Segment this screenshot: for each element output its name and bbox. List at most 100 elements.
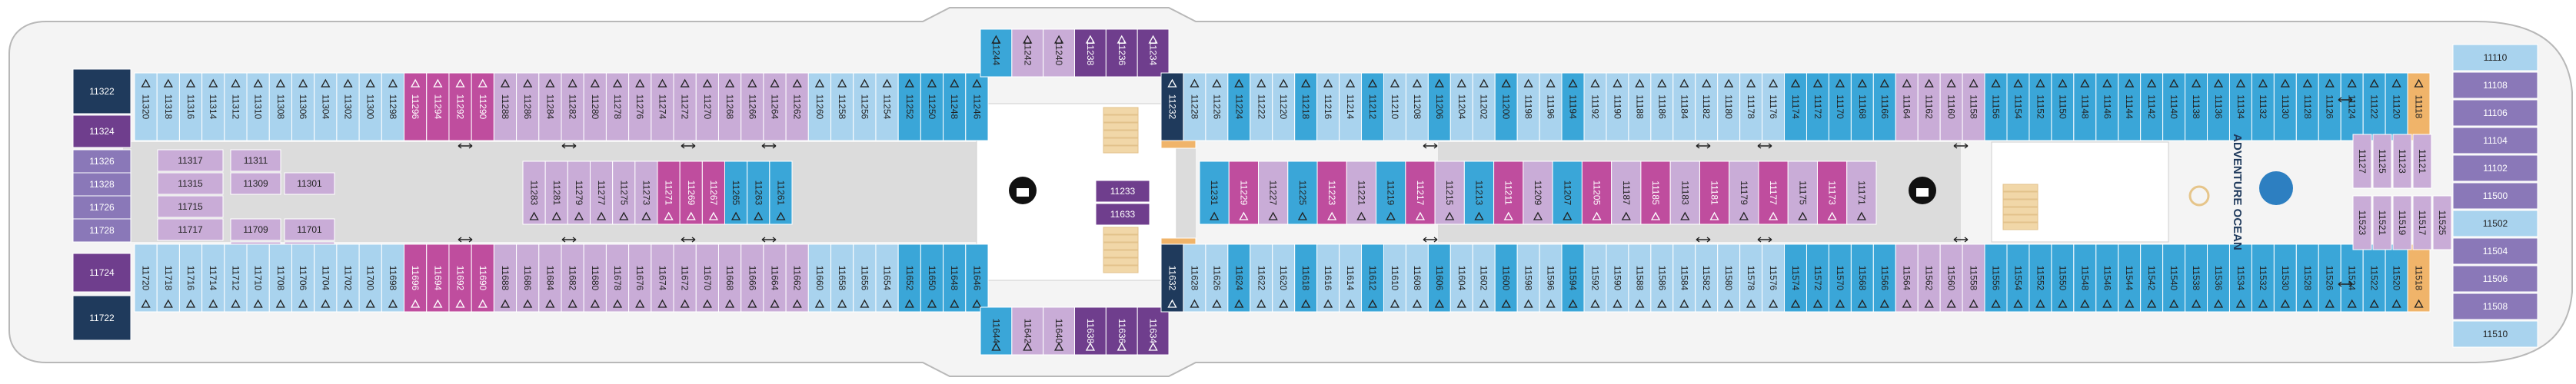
cabin-11540[interactable]: 11540: [2162, 243, 2186, 313]
cabin-11267[interactable]: 11267: [701, 161, 725, 225]
cabin-11242[interactable]: 11242: [1011, 28, 1044, 78]
cabin-11158[interactable]: 11158: [1962, 72, 1985, 141]
cabin-11724[interactable]: 11724: [72, 253, 131, 293]
cabin-11180[interactable]: 11180: [1717, 72, 1741, 141]
cabin-11166[interactable]: 11166: [1872, 72, 1896, 141]
cabin-11238[interactable]: 11238: [1074, 28, 1107, 78]
cabin-11574[interactable]: 11574: [1784, 243, 1807, 313]
cabin-11717[interactable]: 11717: [157, 218, 224, 241]
cabin-11596[interactable]: 11596: [1539, 243, 1563, 313]
cabin-11662[interactable]: 11662: [785, 243, 809, 313]
cabin-11668[interactable]: 11668: [717, 243, 742, 313]
cabin-11216[interactable]: 11216: [1316, 72, 1340, 141]
cabin-11548[interactable]: 11548: [2073, 243, 2097, 313]
cabin-11300[interactable]: 11300: [358, 72, 382, 141]
cabin-11123[interactable]: 11123: [2392, 134, 2412, 189]
cabin-11274[interactable]: 11274: [651, 72, 674, 141]
cabin-11132[interactable]: 11132: [2251, 72, 2275, 141]
cabin-11211[interactable]: 11211: [1493, 161, 1524, 225]
cabin-11207[interactable]: 11207: [1552, 161, 1583, 225]
cabin-11564[interactable]: 11564: [1895, 243, 1919, 313]
cabin-11220[interactable]: 11220: [1272, 72, 1296, 141]
cabin-11175[interactable]: 11175: [1787, 161, 1818, 225]
cabin-11127[interactable]: 11127: [2352, 134, 2372, 189]
cabin-11586[interactable]: 11586: [1650, 243, 1674, 313]
cabin-11690[interactable]: 11690: [471, 243, 494, 313]
cabin-11570[interactable]: 11570: [1828, 243, 1852, 313]
cabin-11301[interactable]: 11301: [284, 172, 335, 195]
cabin-11536[interactable]: 11536: [2207, 243, 2230, 313]
cabin-11706[interactable]: 11706: [291, 243, 315, 313]
cabin-11286[interactable]: 11286: [516, 72, 540, 141]
cabin-11602[interactable]: 11602: [1472, 243, 1496, 313]
cabin-11261[interactable]: 11261: [769, 161, 793, 225]
cabin-11550[interactable]: 11550: [2051, 243, 2075, 313]
cabin-11654[interactable]: 11654: [875, 243, 899, 313]
cabin-11171[interactable]: 11171: [1846, 161, 1877, 225]
cabin-11720[interactable]: 11720: [134, 243, 158, 313]
cabin-11311[interactable]: 11311: [230, 149, 281, 172]
cabin-11186[interactable]: 11186: [1650, 72, 1674, 141]
cabin-11523[interactable]: 11523: [2352, 195, 2372, 250]
cabin-11192[interactable]: 11192: [1583, 72, 1607, 141]
cabin-11562[interactable]: 11562: [1917, 243, 1941, 313]
cabin-11664[interactable]: 11664: [763, 243, 787, 313]
cabin-11506[interactable]: 11506: [2452, 265, 2538, 293]
cabin-11592[interactable]: 11592: [1583, 243, 1607, 313]
cabin-11702[interactable]: 11702: [336, 243, 360, 313]
cabin-11108[interactable]: 11108: [2452, 71, 2538, 99]
cabin-11315[interactable]: 11315: [157, 172, 224, 195]
cabin-11524[interactable]: 11524: [2340, 243, 2364, 313]
cabin-11142[interactable]: 11142: [2140, 72, 2164, 141]
cabin-11510[interactable]: 11510: [2452, 320, 2538, 348]
cabin-11144[interactable]: 11144: [2118, 72, 2142, 141]
cabin-11626[interactable]: 11626: [1205, 243, 1229, 313]
cabin-11198[interactable]: 11198: [1516, 72, 1540, 141]
cabin-11517[interactable]: 11517: [2412, 195, 2432, 250]
cabin-11302[interactable]: 11302: [336, 72, 360, 141]
cabin-11184[interactable]: 11184: [1672, 72, 1696, 141]
cabin-11682[interactable]: 11682: [561, 243, 584, 313]
cabin-11150[interactable]: 11150: [2051, 72, 2075, 141]
cabin-11640[interactable]: 11640: [1043, 306, 1075, 356]
cabin-11173[interactable]: 11173: [1816, 161, 1848, 225]
cabin-11672[interactable]: 11672: [673, 243, 697, 313]
cabin-11229[interactable]: 11229: [1228, 161, 1260, 225]
cabin-11200[interactable]: 11200: [1494, 72, 1518, 141]
cabin-11176[interactable]: 11176: [1762, 72, 1786, 141]
cabin-11532[interactable]: 11532: [2251, 243, 2275, 313]
cabin-11268[interactable]: 11268: [717, 72, 742, 141]
cabin-11308[interactable]: 11308: [268, 72, 292, 141]
cabin-11588[interactable]: 11588: [1628, 243, 1652, 313]
cabin-11642[interactable]: 11642: [1011, 306, 1044, 356]
cabin-11714[interactable]: 11714: [201, 243, 225, 313]
cabin-11722[interactable]: 11722: [72, 295, 131, 341]
cabin-11104[interactable]: 11104: [2452, 127, 2538, 154]
cabin-11190[interactable]: 11190: [1606, 72, 1629, 141]
cabin-11572[interactable]: 11572: [1806, 243, 1829, 313]
cabin-11234[interactable]: 11234: [1137, 28, 1170, 78]
cabin-11652[interactable]: 11652: [897, 243, 921, 313]
cabin-11670[interactable]: 11670: [695, 243, 719, 313]
cabin-11328[interactable]: 11328: [72, 172, 131, 197]
cabin-11162[interactable]: 11162: [1917, 72, 1941, 141]
cabin-11644[interactable]: 11644: [980, 306, 1013, 356]
cabin-11538[interactable]: 11538: [2185, 243, 2208, 313]
cabin-11666[interactable]: 11666: [741, 243, 764, 313]
cabin-11288[interactable]: 11288: [493, 72, 518, 141]
cabin-11124[interactable]: 11124: [2340, 72, 2364, 141]
cabin-11600[interactable]: 11600: [1494, 243, 1518, 313]
cabin-11704[interactable]: 11704: [314, 243, 338, 313]
cabin-11236[interactable]: 11236: [1105, 28, 1138, 78]
cabin-11152[interactable]: 11152: [2029, 72, 2052, 141]
cabin-11508[interactable]: 11508: [2452, 293, 2538, 320]
cabin-11674[interactable]: 11674: [651, 243, 674, 313]
cabin-11618[interactable]: 11618: [1294, 243, 1318, 313]
cabin-11215[interactable]: 11215: [1434, 161, 1465, 225]
cabin-11620[interactable]: 11620: [1272, 243, 1296, 313]
cabin-11290[interactable]: 11290: [471, 72, 494, 141]
cabin-11298[interactable]: 11298: [381, 72, 405, 141]
cabin-11208[interactable]: 11208: [1405, 72, 1429, 141]
cabin-11205[interactable]: 11205: [1581, 161, 1612, 225]
cabin-11262[interactable]: 11262: [785, 72, 809, 141]
